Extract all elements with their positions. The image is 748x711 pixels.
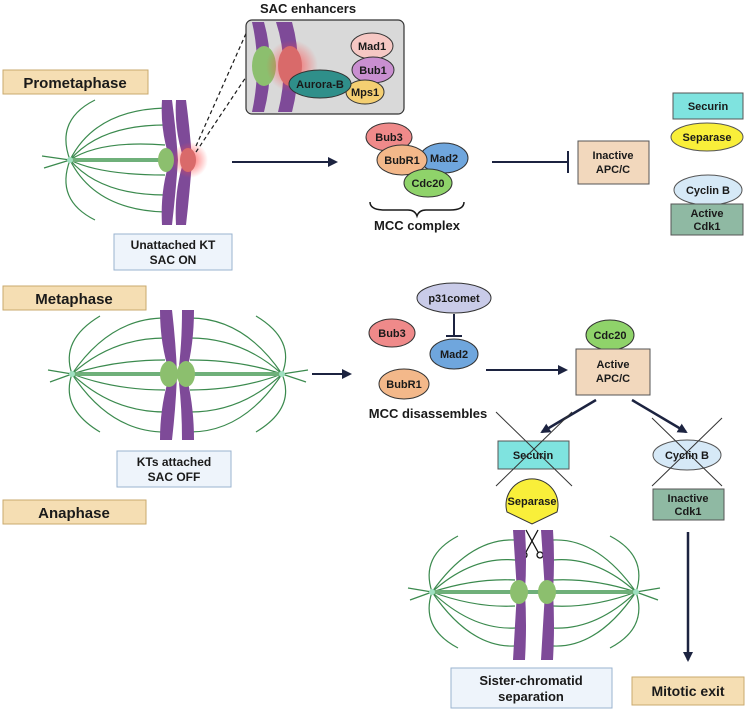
mad1-node: Mad1 [350,32,394,60]
svg-text:Mad2: Mad2 [440,349,468,361]
svg-text:Mitotic exit: Mitotic exit [651,683,724,699]
zoom-line-upper [195,19,253,147]
svg-text:Anaphase: Anaphase [38,505,110,522]
arrow-to-cyclin-b [631,398,688,434]
svg-text:Bub3: Bub3 [378,328,406,340]
free-mad2-node: Mad2 [429,338,479,370]
svg-text:Mad1: Mad1 [358,41,386,53]
svg-text:BubR1: BubR1 [384,155,419,167]
svg-text:Cyclin B: Cyclin B [686,185,730,197]
inactive-cdk1-box: Inactive Cdk1 [652,488,725,521]
mcc-bub3-node: Bub3 [365,122,413,152]
mcc-mad2-node: Mad2 [419,142,469,174]
anaphase-chromatids [510,530,556,660]
svg-text:Cdk1: Cdk1 [694,221,721,233]
active-apc-box: Active APC/C [575,348,651,396]
svg-text:Active: Active [596,359,629,371]
cyclin-b-degraded-node: Cyclin B [651,417,723,487]
svg-text:Separase: Separase [508,496,557,508]
cyclin-b-node-top: Cyclin B [673,174,743,206]
svg-text:APC/C: APC/C [596,164,630,176]
phase-label-metaphase: Metaphase [2,285,147,311]
sister-chromatid-separation-box: Sister-chromatid separation [450,667,613,709]
svg-text:Cyclin B: Cyclin B [665,450,709,462]
securin-degraded-box: Securin [495,411,573,487]
bub1-node: Bub1 [351,56,395,84]
anaphase-spindle [407,535,661,649]
svg-text:Inactive: Inactive [593,150,634,162]
phase-label-anaphase: Anaphase [2,499,147,525]
svg-text:Separase: Separase [683,132,732,144]
active-apc-cdc20-node: Cdc20 [585,319,635,351]
metaphase-state-box: KTs attached SAC OFF [116,450,232,488]
svg-text:Mad2: Mad2 [430,153,458,165]
separase-node-top: Separase [670,122,744,152]
svg-text:Cdk1: Cdk1 [675,506,702,518]
svg-text:separation: separation [498,689,564,704]
mps1-node: Mps1 [345,79,385,105]
svg-text:Cdc20: Cdc20 [411,178,444,190]
prometaphase-state-box: Unattached KT SAC ON [113,233,233,271]
svg-text:Cdc20: Cdc20 [593,330,626,342]
active-cdk1-box: Active Cdk1 [670,203,744,236]
svg-text:Securin: Securin [688,101,729,113]
svg-text:Inactive: Inactive [668,493,709,505]
mcc-complex-label: MCC complex [374,218,461,233]
aurora-b-node: Aurora-B [288,69,352,99]
prometaphase-spindle [41,99,166,221]
svg-text:Securin: Securin [513,450,554,462]
inhibition-arrow [492,151,569,173]
svg-text:KTs attached: KTs attached [137,455,211,469]
svg-text:Sister-chromatid: Sister-chromatid [479,673,582,688]
mcc-bubr1-node: BubR1 [376,144,428,176]
mcc-cdc20-node: Cdc20 [403,168,453,198]
mcc-disassembles-label: MCC disassembles [369,406,488,421]
svg-text:BubR1: BubR1 [386,379,421,391]
svg-text:Metaphase: Metaphase [35,291,113,308]
svg-text:Mps1: Mps1 [351,87,379,99]
svg-text:Bub1: Bub1 [359,65,387,77]
svg-text:APC/C: APC/C [596,373,630,385]
securin-box-top: Securin [672,92,744,120]
arrow-to-securin [540,398,597,434]
svg-text:Bub3: Bub3 [375,132,403,144]
svg-text:Unattached KT: Unattached KT [131,238,216,252]
mcc-brace [369,201,465,219]
free-bubr1-node: BubR1 [378,368,430,400]
inactive-apc-box: Inactive APC/C [577,140,650,185]
phase-label-prometaphase: Prometaphase [2,69,149,95]
prometaphase-chromosome [158,100,208,225]
svg-text:Active: Active [690,208,723,220]
metaphase-chromosome [160,310,195,440]
zoom-line-lower [195,67,253,153]
svg-text:SAC OFF: SAC OFF [148,470,201,484]
svg-text:p31comet: p31comet [428,293,480,305]
svg-text:Prometaphase: Prometaphase [23,75,126,92]
svg-text:Aurora-B: Aurora-B [296,79,344,91]
mitotic-exit-box: Mitotic exit [631,676,745,706]
free-bub3-node: Bub3 [368,318,416,348]
svg-text:SAC ON: SAC ON [150,253,197,267]
p31comet-node: p31comet [416,282,492,314]
inset-title: SAC enhancers [260,1,356,16]
separase-active-node: Separase [505,478,559,525]
p31comet-inhibition [446,314,462,337]
